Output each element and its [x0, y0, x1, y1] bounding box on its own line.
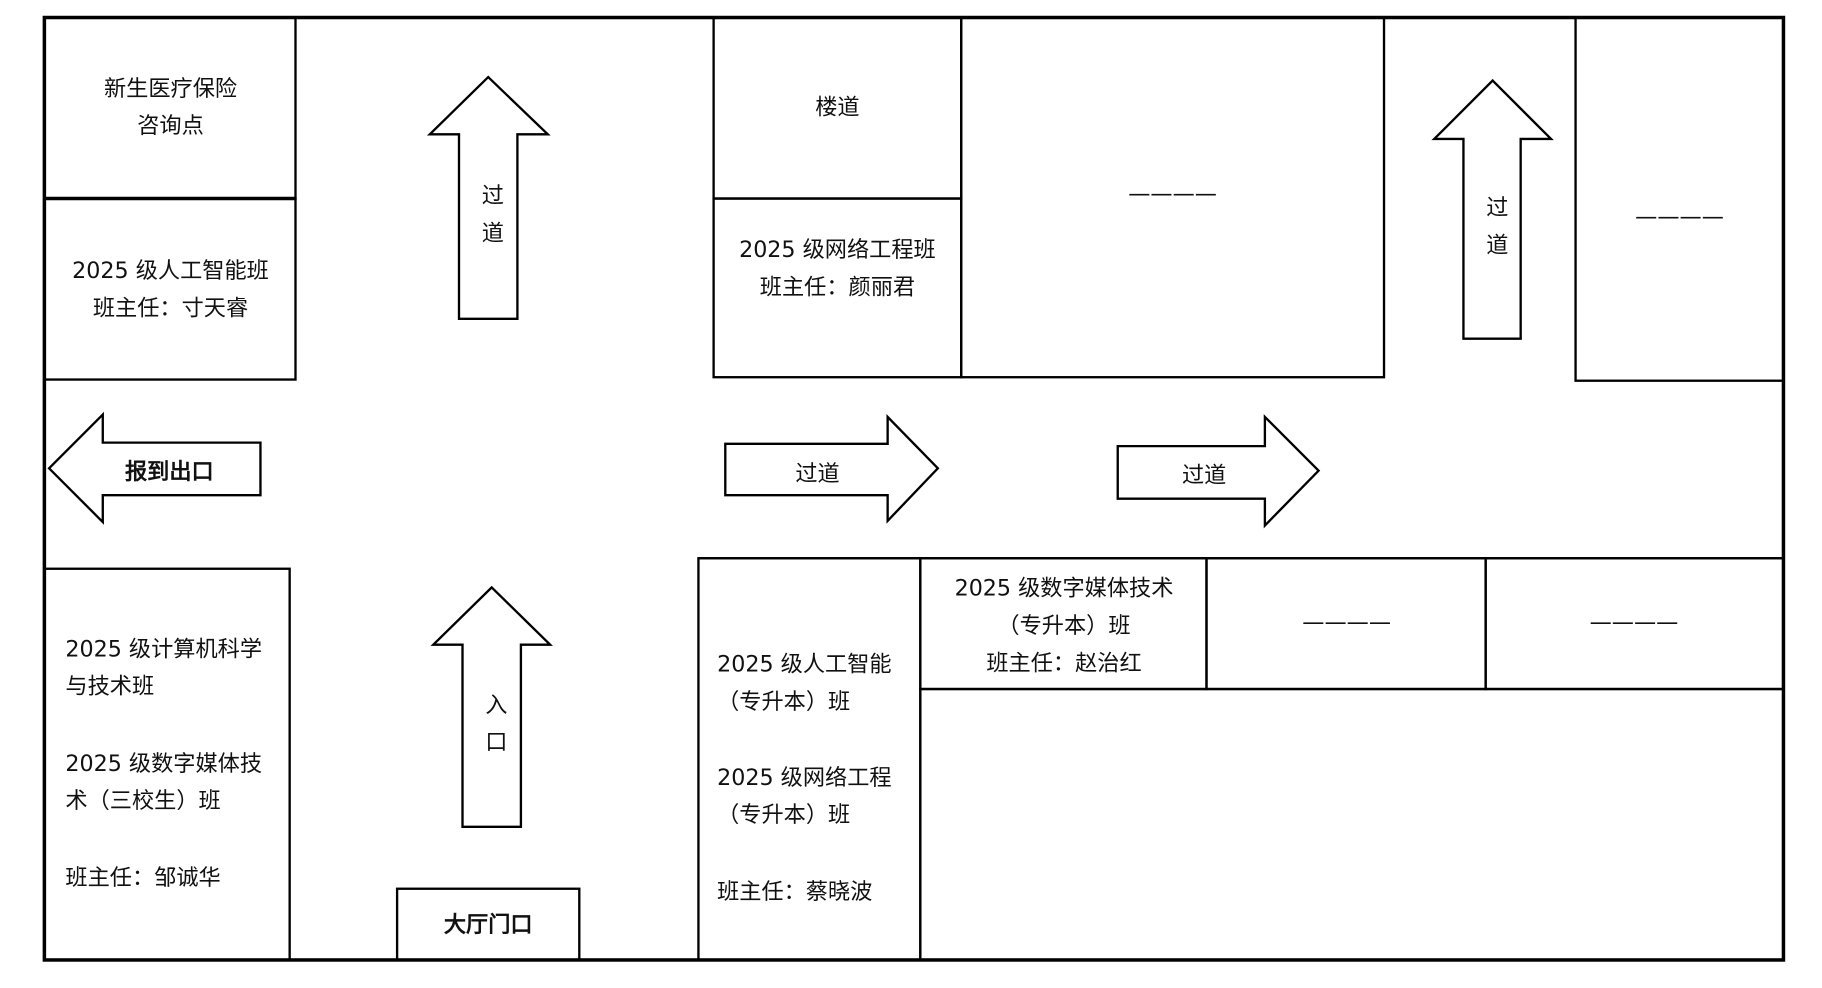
arrow-right-corridor-1: 过道 — [724, 414, 940, 524]
room-bottom-blank-2: ———— — [1484, 557, 1785, 691]
room-cs-class: 2025 级计算机科学 与技术班 2025 级数字媒体技 术（三校生）班 班主任… — [43, 567, 291, 962]
room-media-upgrade-class: 2025 级数字媒体技术 （专升本）班 班主任：赵治红 — [919, 557, 1208, 691]
svg-text:2025 级网络工程班: 2025 级网络工程班 — [739, 237, 936, 263]
hall-door: 大厅门口 — [395, 887, 581, 962]
svg-text:————: ———— — [1302, 609, 1391, 635]
svg-text:过: 过 — [1486, 195, 1508, 221]
svg-text:与技术班: 与技术班 — [65, 674, 154, 700]
svg-text:入: 入 — [485, 692, 507, 718]
arrow-entrance: 入 口 — [430, 585, 553, 829]
room-upgrade-classes: 2025 级人工智能 （专升本）班 2025 级网络工程 （专升本）班 班主任：… — [697, 557, 922, 962]
svg-text:2025 级计算机科学: 2025 级计算机科学 — [65, 636, 262, 662]
room-top-mid-blank: ———— — [960, 16, 1386, 379]
svg-text:过道: 过道 — [795, 461, 839, 487]
arrow-up-left-corridor: 过 道 — [426, 75, 551, 320]
svg-text:（专升本）班: （专升本）班 — [997, 613, 1130, 639]
svg-text:过: 过 — [482, 183, 504, 209]
room-stairs: 楼道 — [712, 16, 963, 200]
svg-text:口: 口 — [485, 730, 507, 756]
svg-text:2025 级数字媒体技术: 2025 级数字媒体技术 — [955, 576, 1174, 602]
svg-text:（专升本）班: （专升本）班 — [717, 689, 850, 715]
svg-text:————: ———— — [1635, 204, 1724, 230]
arrow-up-right-corridor: 过 道 — [1431, 78, 1554, 340]
room-top-right-blank: ———— — [1574, 16, 1785, 382]
svg-text:班主任：颜丽君: 班主任：颜丽君 — [760, 274, 915, 300]
svg-text:术（三校生）班: 术（三校生）班 — [65, 788, 220, 814]
room-ai-class: 2025 级人工智能班 班主任：寸天睿 — [43, 196, 297, 381]
svg-text:道: 道 — [482, 221, 504, 247]
svg-text:班主任：蔡晓波: 班主任：蔡晓波 — [717, 879, 872, 905]
room-insurance: 新生医疗保险 咨询点 — [43, 16, 297, 200]
svg-text:新生医疗保险: 新生医疗保险 — [104, 76, 237, 102]
svg-text:道: 道 — [1486, 232, 1508, 258]
arrow-exit: 报到出口 — [47, 411, 262, 525]
room-bottom-right-area — [919, 687, 1785, 962]
svg-text:————: ———— — [1590, 609, 1679, 635]
svg-text:大厅门口: 大厅门口 — [444, 911, 533, 938]
room-network-class: 2025 级网络工程班 班主任：颜丽君 — [712, 197, 963, 379]
svg-text:班主任：寸天睿: 班主任：寸天睿 — [93, 295, 248, 321]
svg-text:2025 级网络工程: 2025 级网络工程 — [717, 765, 891, 791]
svg-text:楼道: 楼道 — [815, 94, 859, 120]
svg-text:————: ———— — [1128, 181, 1217, 207]
svg-text:过道: 过道 — [1182, 462, 1226, 488]
svg-text:班主任：赵治红: 班主任：赵治红 — [986, 650, 1141, 676]
svg-text:报到出口: 报到出口 — [125, 459, 214, 485]
svg-text:咨询点: 咨询点 — [137, 113, 204, 139]
svg-text:班主任：邹诚华: 班主任：邹诚华 — [65, 865, 220, 891]
svg-text:（专升本）班: （专升本）班 — [717, 802, 850, 828]
room-bottom-blank-1: ———— — [1205, 557, 1487, 691]
svg-text:2025 级人工智能: 2025 级人工智能 — [717, 652, 891, 678]
svg-text:2025 级人工智能班: 2025 级人工智能班 — [72, 258, 269, 284]
svg-text:2025 级数字媒体技: 2025 级数字媒体技 — [65, 751, 262, 777]
arrow-right-corridor-2: 过道 — [1116, 414, 1321, 529]
